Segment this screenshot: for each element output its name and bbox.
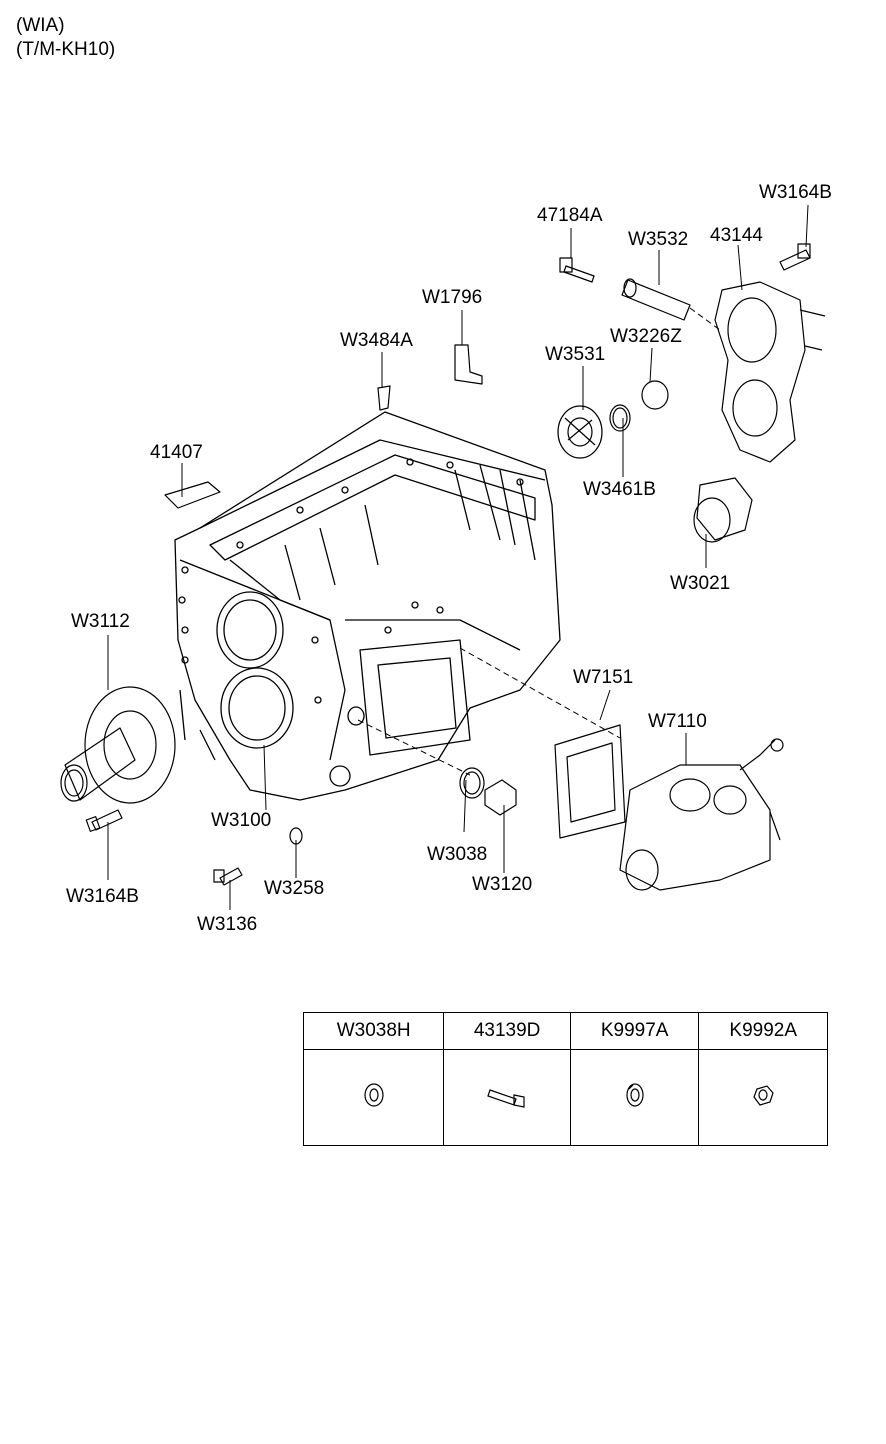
leader-lines xyxy=(107,204,809,910)
legend-header-1: W3038H xyxy=(302,1012,445,1050)
legend-cell-1 xyxy=(302,1049,445,1146)
callout-W3100: W3100 xyxy=(211,810,272,831)
callout-41407: 41407 xyxy=(150,442,203,463)
drain-plug xyxy=(484,779,517,816)
speedometer-gear xyxy=(557,405,603,459)
callout-W3532: W3532 xyxy=(628,229,689,250)
clip xyxy=(164,481,221,509)
pto-gasket xyxy=(554,724,626,839)
lock-washer-icon xyxy=(626,1082,644,1107)
speedometer-sleeve xyxy=(621,278,691,321)
callout-W7151: W7151 xyxy=(573,667,634,688)
o-ring xyxy=(609,404,631,432)
model-code: (WIA) xyxy=(16,15,65,36)
callout-W3112: W3112 xyxy=(71,611,130,632)
extension-housing xyxy=(714,281,826,463)
small-washer xyxy=(289,827,303,845)
callout-43144: 43144 xyxy=(710,225,763,246)
transmission-code: (T/M-KH10) xyxy=(16,39,116,60)
callout-W7110: W7110 xyxy=(648,711,707,732)
bolt-bottom xyxy=(213,867,243,886)
bearing-retainer xyxy=(60,686,176,804)
callout-W3136: W3136 xyxy=(197,914,258,935)
legend-header-3: K9997A xyxy=(569,1012,700,1050)
transmission-case xyxy=(174,411,561,801)
washer-icon xyxy=(364,1082,384,1107)
legend-header-2: 43139D xyxy=(443,1012,571,1050)
legend-cell-4 xyxy=(698,1049,828,1146)
bolt-icon xyxy=(487,1088,525,1108)
callout-W3484A: W3484A xyxy=(340,330,413,351)
hex-nut-icon xyxy=(753,1084,774,1106)
callout-W3164B-top: W3164B xyxy=(759,182,832,203)
legend-cell-3 xyxy=(569,1049,700,1146)
dash-lines xyxy=(357,307,721,776)
parts-legend-table: W3038H 43139D K9997A K9992A xyxy=(302,1012,828,1444)
callout-W3120: W3120 xyxy=(472,874,533,895)
pin xyxy=(377,385,391,411)
callout-W1796: W1796 xyxy=(422,287,483,308)
callout-W3226Z: W3226Z xyxy=(610,326,682,347)
callout-W3021: W3021 xyxy=(670,573,731,594)
oil-seal xyxy=(693,477,753,543)
legend-header-4: K9992A xyxy=(698,1012,828,1050)
callout-W3461B: W3461B xyxy=(583,479,656,500)
bracket xyxy=(454,344,483,385)
callout-W3531: W3531 xyxy=(545,344,606,365)
bolt-47184A xyxy=(559,257,595,283)
drain-gasket xyxy=(459,767,485,799)
callout-W3164B-bottom: W3164B xyxy=(66,886,139,907)
callout-W3038: W3038 xyxy=(427,844,488,865)
callout-47184A: 47184A xyxy=(537,205,603,226)
parts-illustration xyxy=(60,204,826,910)
callout-W3258: W3258 xyxy=(264,878,325,899)
bolt-top-right xyxy=(779,243,811,271)
snap-ring xyxy=(641,380,669,410)
shift-assembly xyxy=(619,738,784,891)
legend-cell-2 xyxy=(443,1049,571,1146)
bolt-left xyxy=(85,809,123,832)
